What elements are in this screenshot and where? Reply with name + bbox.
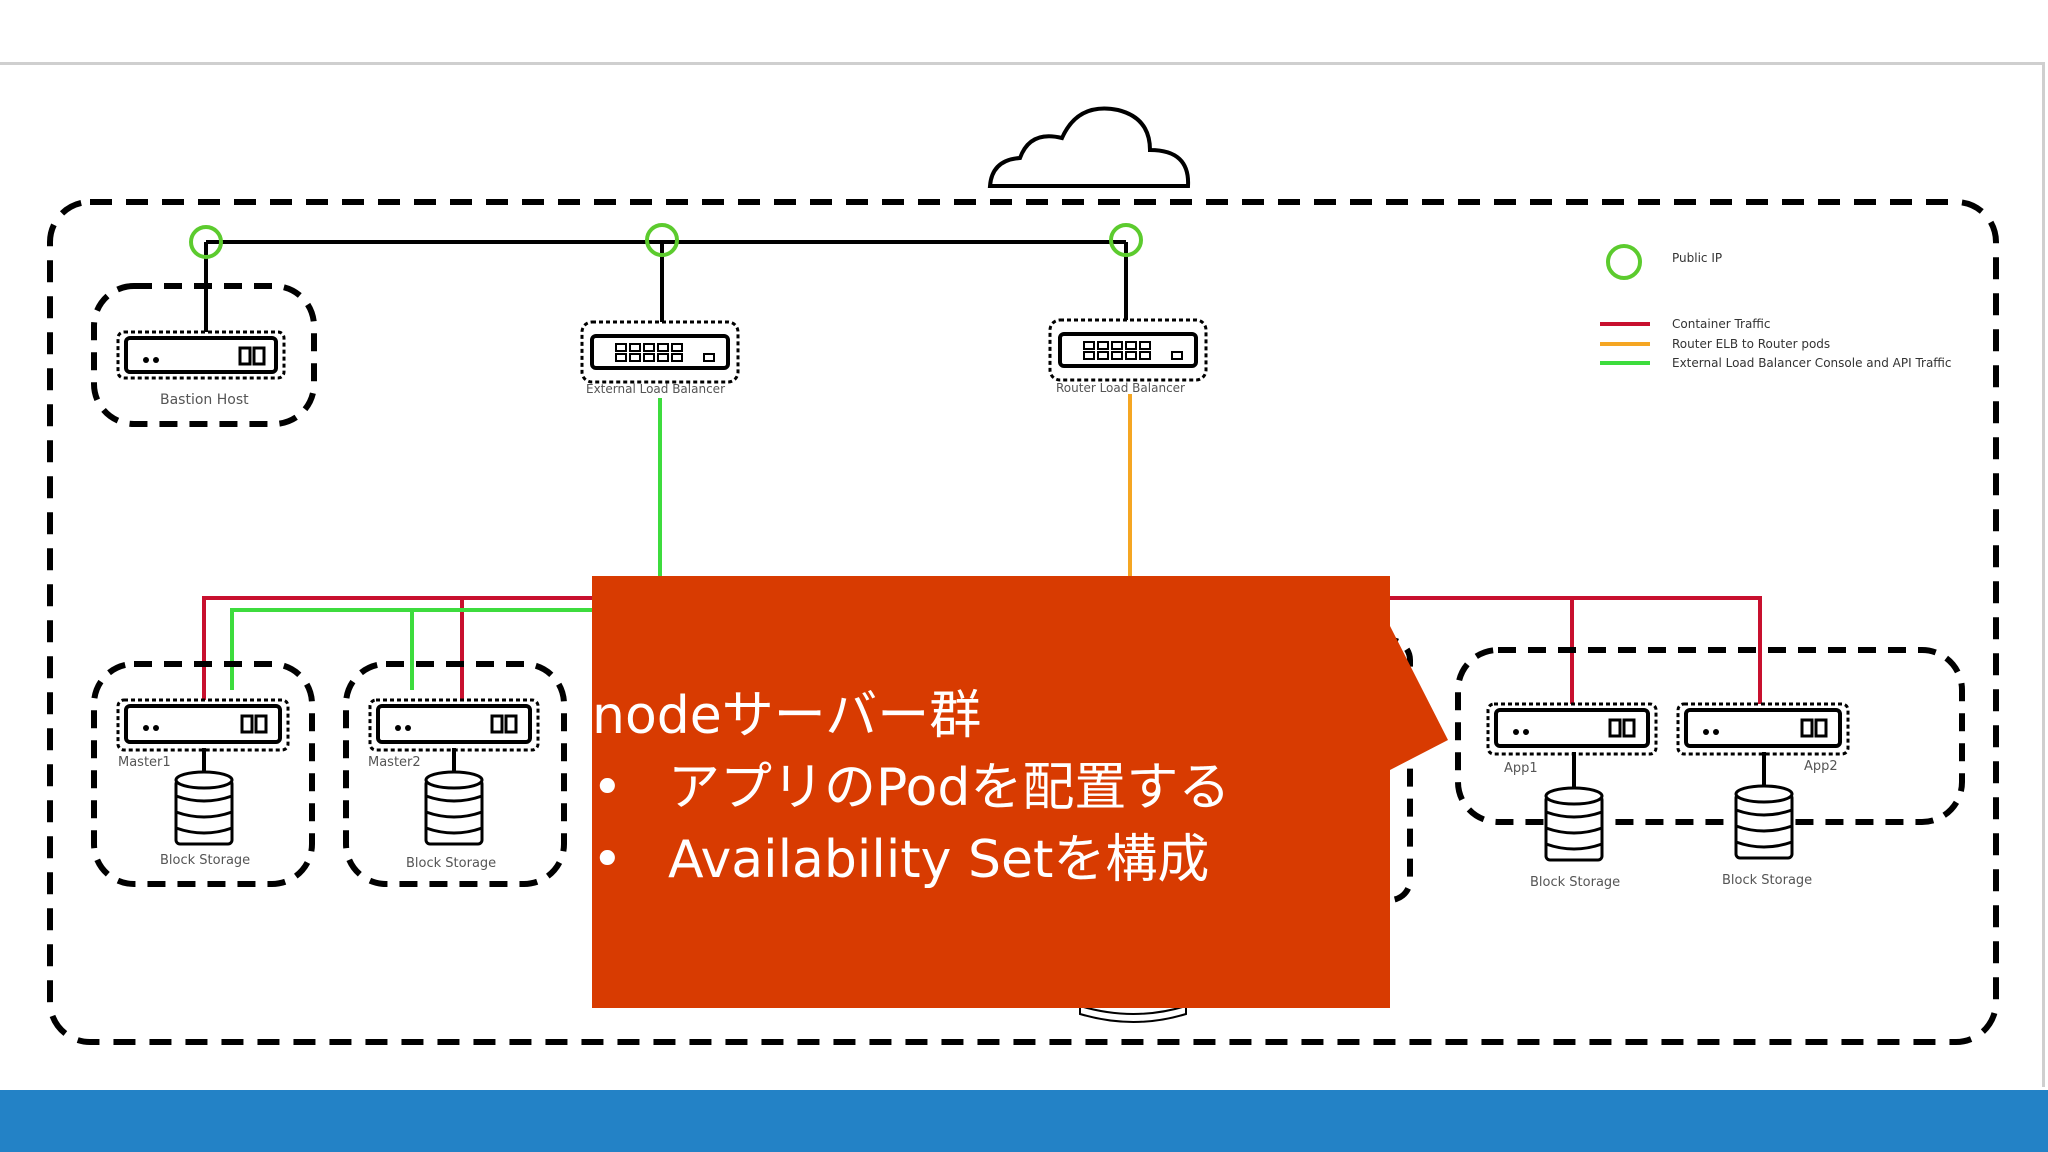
legend-public-ip: Public IP: [1672, 251, 1722, 265]
public-ip-legend-icon: [1606, 244, 1642, 280]
bullet-text-2: Availability Setを構成: [668, 830, 1210, 890]
master1-server-icon: [116, 698, 290, 752]
block-storage-icons: [174, 770, 1794, 862]
public-ip-icons: [189, 223, 1143, 259]
bullet-text-1: アプリのPodを配置する: [668, 758, 1231, 818]
bottom-bar: [0, 1090, 2048, 1152]
master2-label: Master2: [368, 755, 421, 770]
app2-label: App2: [1804, 759, 1838, 774]
storage-label-master1: Block Storage: [160, 853, 250, 868]
public-bus: [204, 240, 1128, 340]
legend-router-traffic: Router ELB to Router pods: [1672, 337, 1830, 351]
bullet-icon: •: [592, 830, 623, 890]
storage-label-app1: Block Storage: [1530, 875, 1620, 890]
bastion-server-icon: [116, 330, 286, 380]
storage-links: [202, 748, 1766, 790]
central-storage-icon: [1079, 1004, 1187, 1023]
callout-heading: nodeサーバー群: [592, 686, 982, 746]
app1-server-icon: [1486, 702, 1658, 756]
callout-text: nodeサーバー群 • アプリのPodを配置する • Availability Se…: [592, 680, 1352, 896]
storage-label-master2: Block Storage: [406, 856, 496, 871]
callout-bullet-1: • アプリのPodを配置する: [592, 752, 1352, 824]
master2-server-icon: [368, 698, 540, 752]
bullet-icon: •: [592, 758, 623, 818]
router-lb-icon: [1048, 318, 1208, 382]
master1-label: Master1: [118, 755, 171, 770]
vnet-boundary: [47, 199, 1999, 1045]
router-lb-label: Router Load Balancer: [1056, 381, 1185, 395]
storage-label-app2: Block Storage: [1722, 873, 1812, 888]
bastion-label: Bastion Host: [160, 392, 249, 408]
callout-bullet-2: • Availability Setを構成: [592, 824, 1352, 896]
legend-external-traffic: External Load Balancer Console and API T…: [1672, 356, 1952, 370]
legend-container-traffic: Container Traffic: [1672, 317, 1771, 331]
app1-label: App1: [1504, 761, 1538, 776]
legend: Public IP Container Traffic Router ELB t…: [1600, 244, 1952, 370]
cloud-icon: [987, 106, 1191, 188]
external-lb-label: External Load Balancer: [586, 382, 725, 396]
external-lb-icon: [580, 320, 740, 384]
app2-server-icon: [1676, 702, 1850, 756]
slide-frame: [0, 62, 2045, 1087]
